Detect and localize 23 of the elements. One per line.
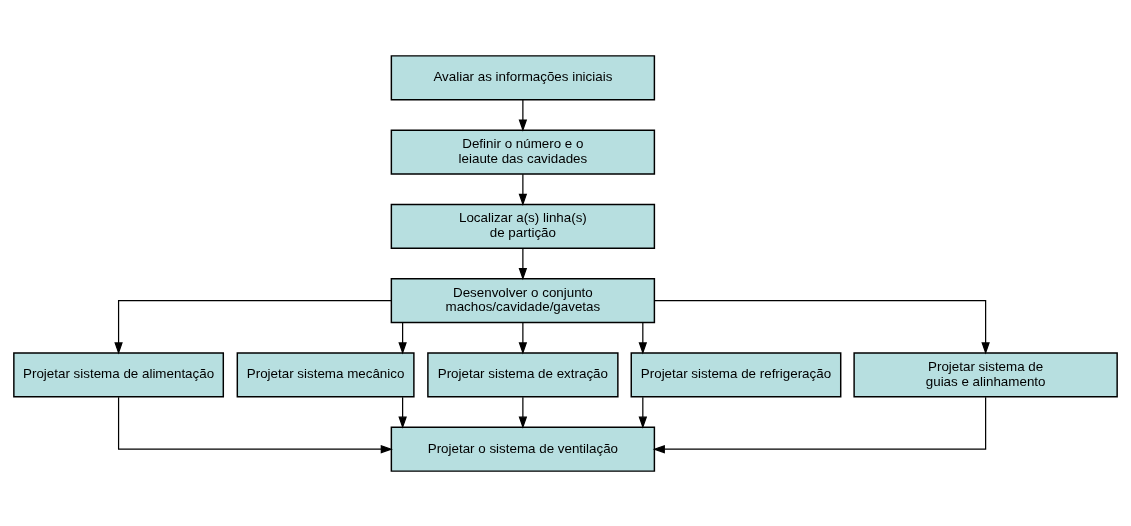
arrow <box>518 321 528 354</box>
node-box: Avaliar as informações iniciais <box>390 54 656 100</box>
node-box: Projetar sistema mecânico <box>236 351 415 398</box>
node-box: Projetar sistema de alimentação <box>13 351 225 398</box>
node-box: Localizar a(s) linha(s) de partição <box>390 203 656 249</box>
arrow <box>652 396 987 453</box>
arrow <box>518 173 528 206</box>
arrow <box>518 247 528 280</box>
arrow <box>114 299 392 354</box>
arrow <box>398 396 407 429</box>
arrow <box>398 321 407 354</box>
node-box: Projetar o sistema de ventilação <box>390 426 656 472</box>
node-box: Projetar sistema de guias e alinhamento <box>853 351 1118 398</box>
arrow <box>518 396 528 429</box>
arrow <box>653 299 990 354</box>
arrow <box>117 396 393 453</box>
node-box: Projetar sistema de refrigeração <box>630 351 842 398</box>
node-box: Desenvolver o conjunto machos/cavidade/gavetas <box>390 277 656 323</box>
node-box: Definir o número e o leiaute das cavidades <box>390 128 656 175</box>
arrow <box>638 396 648 429</box>
node-box: Projetar sistema de extração <box>427 351 619 398</box>
arrow <box>518 98 528 132</box>
arrow <box>638 321 648 354</box>
